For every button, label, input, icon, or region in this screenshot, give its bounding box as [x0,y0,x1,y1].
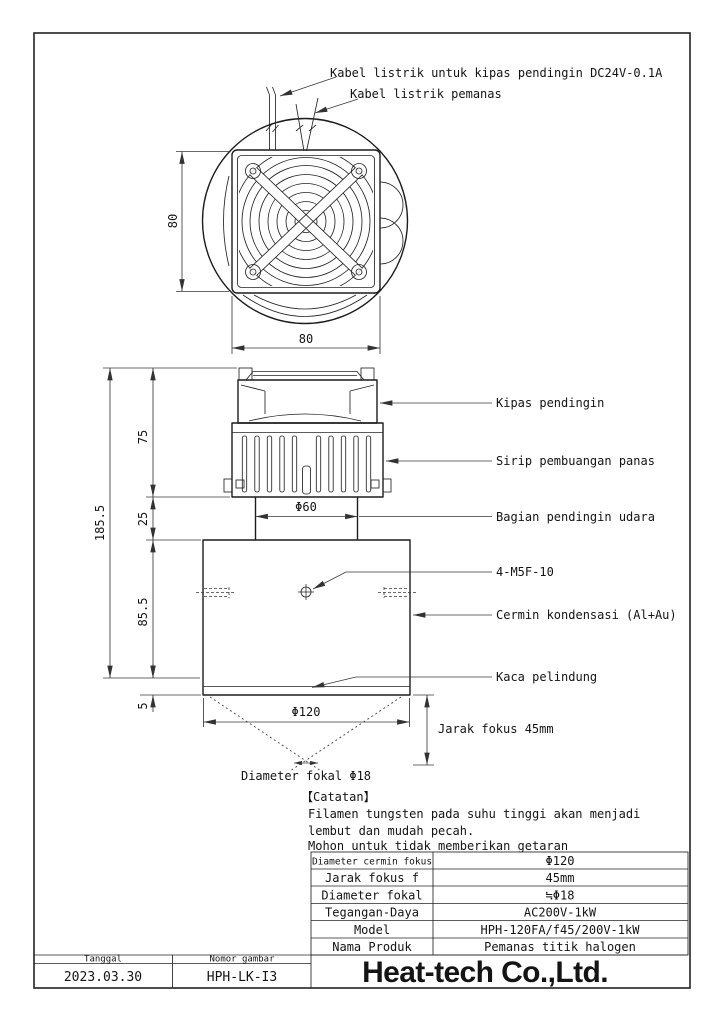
dim-phi60: Φ60 [255,500,358,520]
mirror-body-outline [202,539,411,696]
svg-text:Φ60: Φ60 [295,500,317,514]
mount-hole [298,584,314,600]
svg-text:85.5: 85.5 [136,598,150,627]
fan-guard-rings [239,157,373,286]
fan-housing-circle [201,117,409,325]
spec-label: Nama Produk [332,940,412,954]
spec-value: ≒Φ18 [546,889,575,903]
dim-80-vertical: 80 [166,151,229,292]
note-line2: lembut dan mudah pecah. [308,824,474,838]
heatsink-center-slot [302,465,311,495]
drawing-no-value: HPH-LK-I3 [207,970,277,985]
spec-value: HPH-120FA/f45/200V-1kW [481,923,641,937]
note-title: 【Catatan】 [301,790,376,804]
spec-value: AC200V-1kW [524,906,597,920]
hidden-holes [196,587,417,598]
callout-mirror: Cermin kondensasi (Al+Au) [496,608,677,622]
drawing-frame [33,32,691,989]
svg-text:185.5: 185.5 [93,505,107,541]
dim-phi120: Φ120 [203,698,410,727]
callout-cable-fan: Kabel listrik untuk kipas pendingin DC24… [330,66,663,80]
callout-focal-diameter: Diameter fokal Φ18 [241,769,371,783]
fan-guard-cross [249,167,363,276]
side-view: Diameter fokal Φ18 [196,367,417,783]
svg-text:80: 80 [166,214,180,228]
svg-text:25: 25 [136,512,150,526]
callout-mount-hole: 4-M5F-10 [496,565,554,579]
title-block: Tanggal Nomor gambar 2023.03.30 HPH-LK-I… [34,955,688,989]
cooling-fan-outline [237,367,378,424]
svg-text:75: 75 [136,430,150,444]
spec-label: Diameter fokal [321,889,422,903]
svg-text:5: 5 [136,702,150,709]
svg-text:80: 80 [299,332,313,346]
top-view: Kabel listrik untuk kipas pendingin DC24… [166,66,663,354]
note-line3: Mohon untuk tidak memberikan getaran [308,839,568,853]
callout-glass: Kaca pelindung [496,670,597,684]
spec-label: Diameter cermin fokus [312,857,432,868]
dim-85-5: 85.5 [136,539,156,679]
fan-cable-wires [265,86,279,150]
spec-value: Pemanas titik halogen [484,940,636,954]
svg-text:Φ120: Φ120 [292,705,321,719]
spec-label: Tegangan-Daya [325,906,419,920]
dim-25: 25 [136,496,156,541]
guard-screws [245,163,367,280]
callout-air-cooling: Bagian pendingin udara [496,510,655,524]
callout-fan: Kipas pendingin [496,396,604,410]
dim-focus-distance: Jarak fokus 45mm [413,694,554,766]
fan-guard-square [231,149,381,294]
heatsink-fins [241,435,372,495]
notes: 【Catatan】 Filamen tungsten pada suhu tin… [301,790,640,853]
dim-5: 5 [136,664,156,712]
dim-80-horizontal: 80 [231,296,381,354]
side-dimensions: 185.5 75 25 85.5 5 Φ60 Φ120 [93,367,554,766]
callout-focus-distance: Jarak fokus 45mm [438,722,554,736]
spec-table: Diameter cermin fokus Φ120 Jarak fokus f… [310,851,689,956]
part-callouts: Kipas pendingin Sirip pembuangan panas B… [311,396,677,688]
spec-label: Jarak fokus f [325,871,419,885]
spec-label: Model [354,923,390,937]
cable-gland-lobes [380,181,404,265]
note-line1: Filamen tungsten pada suhu tinggi akan m… [308,807,640,821]
callout-fins: Sirip pembuangan panas [496,454,655,468]
spec-value: Φ120 [546,854,575,868]
date-value: 2023.03.30 [64,970,142,985]
date-label: Tanggal [84,955,122,965]
dim-75: 75 [136,367,156,498]
heater-cable-wires [295,97,319,152]
dim-185-5: 185.5 [93,367,113,679]
drawing-no-label: Nomor gambar [209,955,275,965]
focal-cone [209,696,402,772]
callout-cable-heater: Kabel listrik pemanas [350,87,502,101]
company-logo: Heat-tech Co.,Ltd. [362,956,608,989]
spec-value: 45mm [546,871,575,885]
